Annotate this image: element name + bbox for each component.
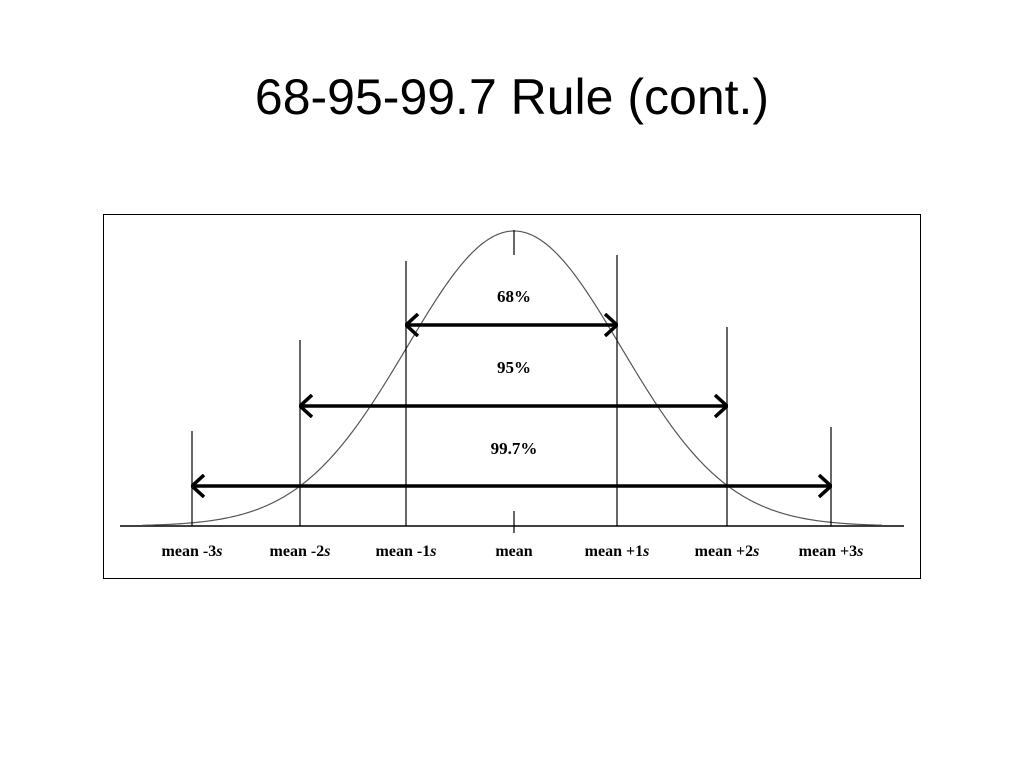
slide-title: 68-95-99.7 Rule (cont.): [254, 69, 770, 125]
normal-distribution-figure: 68% 95% 99.7% mean -3s mean -2s mean -1s…: [103, 214, 921, 579]
axis-label-mean: mean: [495, 543, 532, 560]
axis-label-p1: mean +1s: [585, 543, 650, 560]
axis-label-m1: mean -1s: [376, 543, 437, 560]
axis-label-m3: mean -3s: [162, 543, 223, 560]
interval-label-68: 68%: [497, 287, 531, 306]
bell-curve-diagram: 68% 95% 99.7% mean -3s mean -2s mean -1s…: [120, 230, 904, 560]
bell-curve: [141, 230, 883, 526]
interval-label-95: 95%: [497, 358, 531, 377]
axis-label-p3: mean +3s: [799, 543, 864, 560]
axis-label-m2: mean -2s: [270, 543, 331, 560]
axis-label-p2: mean +2s: [695, 543, 760, 560]
interval-label-997: 99.7%: [491, 439, 538, 458]
